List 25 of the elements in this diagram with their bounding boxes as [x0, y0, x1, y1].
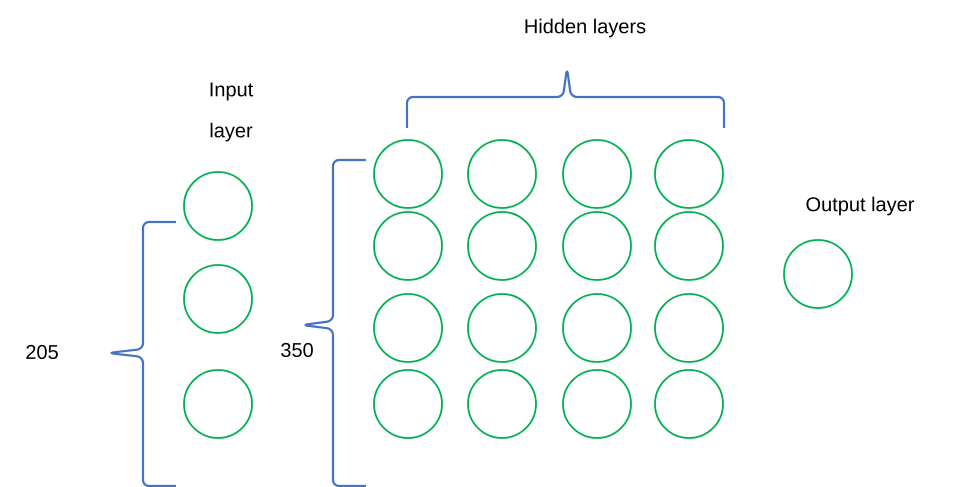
- neuron-circle: [467, 369, 537, 439]
- layer-label: 205: [26, 344, 58, 360]
- neuron-circle: [373, 293, 443, 363]
- layer-label: 350: [281, 342, 313, 358]
- neuron-circle: [467, 293, 537, 363]
- neuron-circle: [562, 211, 632, 281]
- neuron-circle: [654, 139, 724, 209]
- neuron-circle: [373, 211, 443, 281]
- neuron-circle: [562, 369, 632, 439]
- neuron-circle: [467, 211, 537, 281]
- neuron-circle: [373, 369, 443, 439]
- neuron-circle: [467, 139, 537, 209]
- layer-label: Input layer: [210, 82, 254, 142]
- neuron-circle: [562, 293, 632, 363]
- neuron-circle: [183, 171, 253, 241]
- layer-label: Hidden layers: [526, 18, 646, 38]
- neuron-circle: [654, 369, 724, 439]
- neuron-circle: [183, 369, 253, 439]
- neuron-circle: [373, 139, 443, 209]
- neuron-circle: [654, 211, 724, 281]
- neuron-circle: [783, 239, 853, 309]
- layer-label: Output layer: [806, 196, 914, 216]
- neuron-circle: [654, 293, 724, 363]
- neuron-circle: [183, 264, 253, 334]
- neuron-circle: [562, 139, 632, 209]
